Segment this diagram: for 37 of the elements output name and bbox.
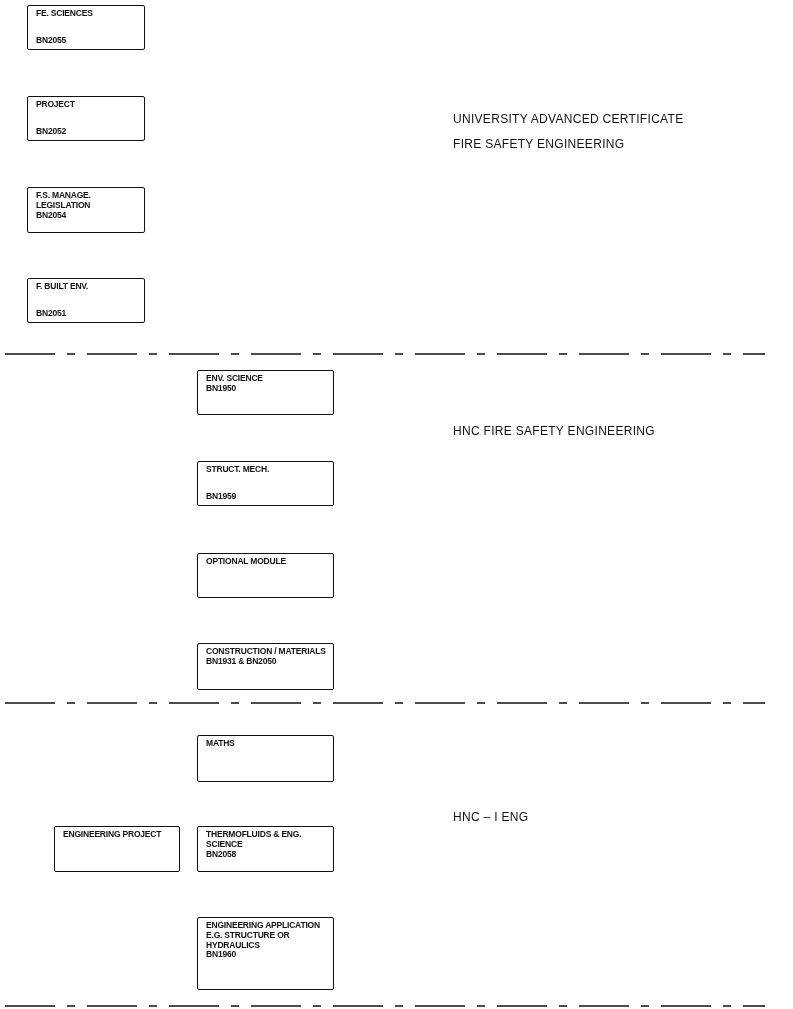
module-text: BN1950 xyxy=(206,383,237,394)
module-text: ENV. SCIENCE xyxy=(206,374,264,384)
module-box xyxy=(54,826,180,872)
module-text: BN1959 xyxy=(206,492,237,502)
module-box xyxy=(197,643,334,690)
module-box xyxy=(27,278,145,323)
module-text: STRUCT. MECH. xyxy=(206,465,271,475)
module-text: ENGINEERING APPLICATION E.G. STRUCTURE OR HYDRAULICS xyxy=(206,921,321,951)
section-heading: FIRE SAFETY ENGINEERING xyxy=(453,137,625,151)
module-box xyxy=(197,370,334,415)
module-text: OPTIONAL MODULE xyxy=(206,557,287,567)
module-text: MATHS xyxy=(206,739,236,749)
module-text: PROJECT xyxy=(36,100,76,110)
section-heading: UNIVERSITY ADVANCED CERTIFICATE xyxy=(453,112,684,126)
module-text: BN2054 xyxy=(36,210,68,221)
module-text: BN1960 xyxy=(206,950,237,961)
module-box xyxy=(197,826,334,872)
section-heading: HNC FIRE SAFETY ENGINEERING xyxy=(453,424,655,438)
module-box xyxy=(197,735,334,782)
module-box xyxy=(197,461,334,506)
module-box xyxy=(27,187,145,233)
section-heading: HNC – I ENG xyxy=(453,810,529,824)
module-text: ENGINEERING PROJECT xyxy=(63,830,163,840)
module-text: BN2055 xyxy=(36,36,67,46)
module-text: BN2052 xyxy=(36,127,67,137)
module-box xyxy=(27,96,145,141)
module-box xyxy=(197,553,334,598)
module-box xyxy=(27,5,145,50)
module-text: F. BUILT ENV. xyxy=(36,282,90,292)
module-text: BN2058 xyxy=(206,849,237,860)
module-text: CONSTRUCTION / MATERIALS xyxy=(206,647,327,657)
module-text: FE. SCIENCES xyxy=(36,9,94,19)
module-text: F.S. MANAGE. LEGISLATION xyxy=(36,191,92,211)
module-box xyxy=(197,917,334,990)
module-text: BN1931 & BN2050 xyxy=(206,656,278,667)
module-text: THERMOFLUIDS & ENG. SCIENCE xyxy=(206,830,303,850)
module-text: BN2051 xyxy=(36,309,67,319)
